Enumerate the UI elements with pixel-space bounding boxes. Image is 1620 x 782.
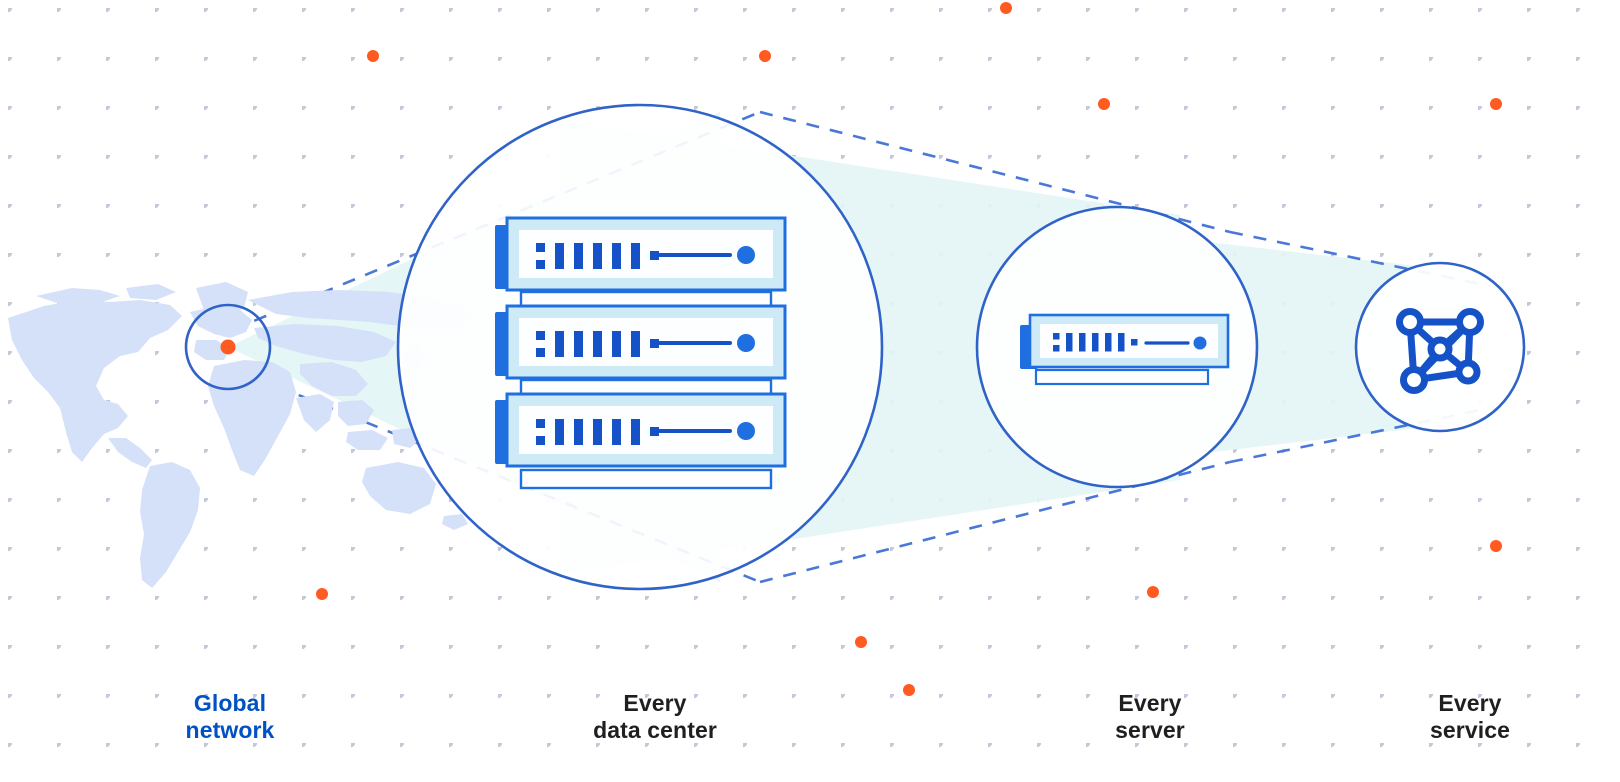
network-node [1396, 308, 1424, 336]
status-dot [1193, 336, 1207, 350]
status-dot [737, 246, 755, 264]
led-array [536, 419, 659, 445]
server-rack-icon[interactable] [495, 216, 787, 490]
network-nodes-icon[interactable] [1396, 308, 1484, 394]
led-array [536, 243, 659, 269]
led-array [536, 331, 659, 357]
global-focus-circle[interactable] [184, 303, 272, 391]
network-node [1455, 359, 1481, 385]
status-dot [737, 334, 755, 352]
global-focus-marker [220, 339, 236, 355]
network-node [1400, 366, 1428, 394]
rack-base [519, 468, 773, 490]
server-unit-icon[interactable] [1020, 313, 1230, 386]
server-base [1034, 368, 1210, 386]
accent-dots [316, 2, 1502, 696]
server-unit [495, 304, 787, 380]
server-unit [495, 216, 787, 292]
status-dot [737, 422, 755, 440]
led-array [1053, 333, 1138, 352]
network-node [1456, 308, 1484, 336]
server-unit [495, 392, 787, 468]
network-node [1427, 336, 1453, 362]
